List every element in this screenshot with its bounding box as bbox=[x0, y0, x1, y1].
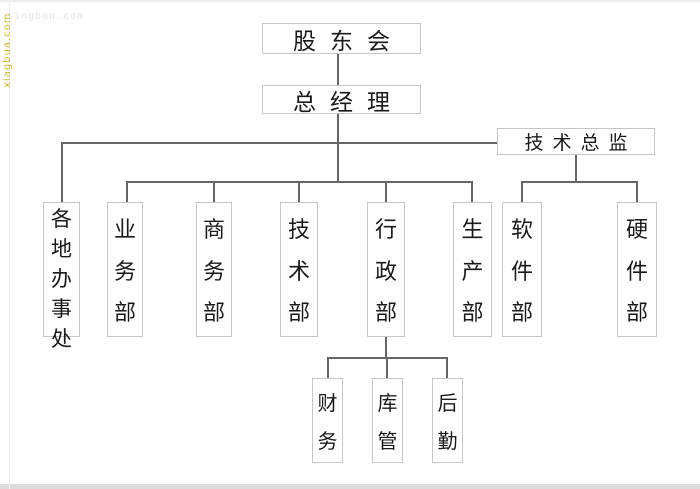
node-shareholders-label: 股东会 bbox=[293, 28, 390, 54]
connector-admin-down bbox=[385, 337, 387, 358]
connector-drop-tech bbox=[298, 181, 300, 202]
connector-drop-logistics bbox=[446, 357, 448, 378]
node-general-manager-label: 总经理 bbox=[293, 89, 390, 115]
connector-main-horizontal bbox=[61, 142, 498, 144]
node-dept-tech: 技术部 bbox=[280, 202, 318, 337]
node-sub-warehouse: 库管 bbox=[372, 378, 403, 463]
node-dept-hardware-label: 硬件部 bbox=[625, 217, 648, 325]
bottom-edge-strip bbox=[0, 484, 700, 489]
node-dept-commerce: 商务部 bbox=[196, 202, 232, 337]
connector-drop-offices bbox=[61, 142, 63, 202]
node-dept-production-label: 生产部 bbox=[461, 217, 484, 325]
node-dept-software: 软件部 bbox=[502, 202, 542, 337]
node-dept-commerce-label: 商务部 bbox=[202, 217, 225, 325]
node-sub-finance: 财务 bbox=[312, 378, 343, 463]
left-edge-line bbox=[9, 0, 10, 489]
connector-drop-warehouse bbox=[386, 357, 388, 378]
node-tech-director: 技术总监 bbox=[497, 128, 655, 155]
node-dept-production: 生产部 bbox=[453, 202, 492, 337]
node-sub-finance-label: 财务 bbox=[317, 393, 338, 453]
node-shareholders: 股东会 bbox=[262, 23, 421, 54]
top-edge-strip bbox=[0, 0, 700, 2]
connector-gm-down bbox=[337, 114, 339, 182]
node-sub-warehouse-label: 库管 bbox=[377, 393, 398, 453]
node-dept-admin: 行政部 bbox=[367, 202, 405, 337]
connector-drop-commerce bbox=[213, 181, 215, 202]
connector-drop-software bbox=[521, 181, 523, 202]
node-dept-offices-label: 各地办事处 bbox=[51, 207, 72, 351]
watermark-singbon: singbon.com bbox=[7, 11, 85, 22]
connector-techdirector-down bbox=[575, 155, 577, 182]
connector-drop-business bbox=[126, 181, 128, 202]
watermark-xiagbua: xiagbua.com bbox=[2, 12, 13, 88]
node-dept-admin-label: 行政部 bbox=[374, 217, 397, 325]
node-dept-software-label: 软件部 bbox=[510, 217, 533, 325]
node-tech-director-label: 技术总监 bbox=[524, 133, 628, 154]
connector-drop-hardware bbox=[636, 181, 638, 202]
node-dept-business-label: 业务部 bbox=[113, 217, 136, 325]
connector-drop-finance bbox=[327, 357, 329, 378]
connector-drop-production bbox=[471, 181, 473, 202]
node-sub-logistics-label: 后勤 bbox=[437, 393, 458, 453]
node-dept-tech-label: 技术部 bbox=[287, 217, 310, 325]
connector-techdirector-bus bbox=[521, 181, 637, 183]
node-dept-business: 业务部 bbox=[107, 202, 143, 337]
connector-shareholders-gm bbox=[337, 54, 339, 85]
node-dept-hardware: 硬件部 bbox=[617, 202, 657, 337]
node-sub-logistics: 后勤 bbox=[432, 378, 463, 463]
connector-drop-admin bbox=[385, 181, 387, 202]
node-general-manager: 总经理 bbox=[262, 85, 421, 115]
node-dept-offices: 各地办事处 bbox=[43, 202, 80, 351]
